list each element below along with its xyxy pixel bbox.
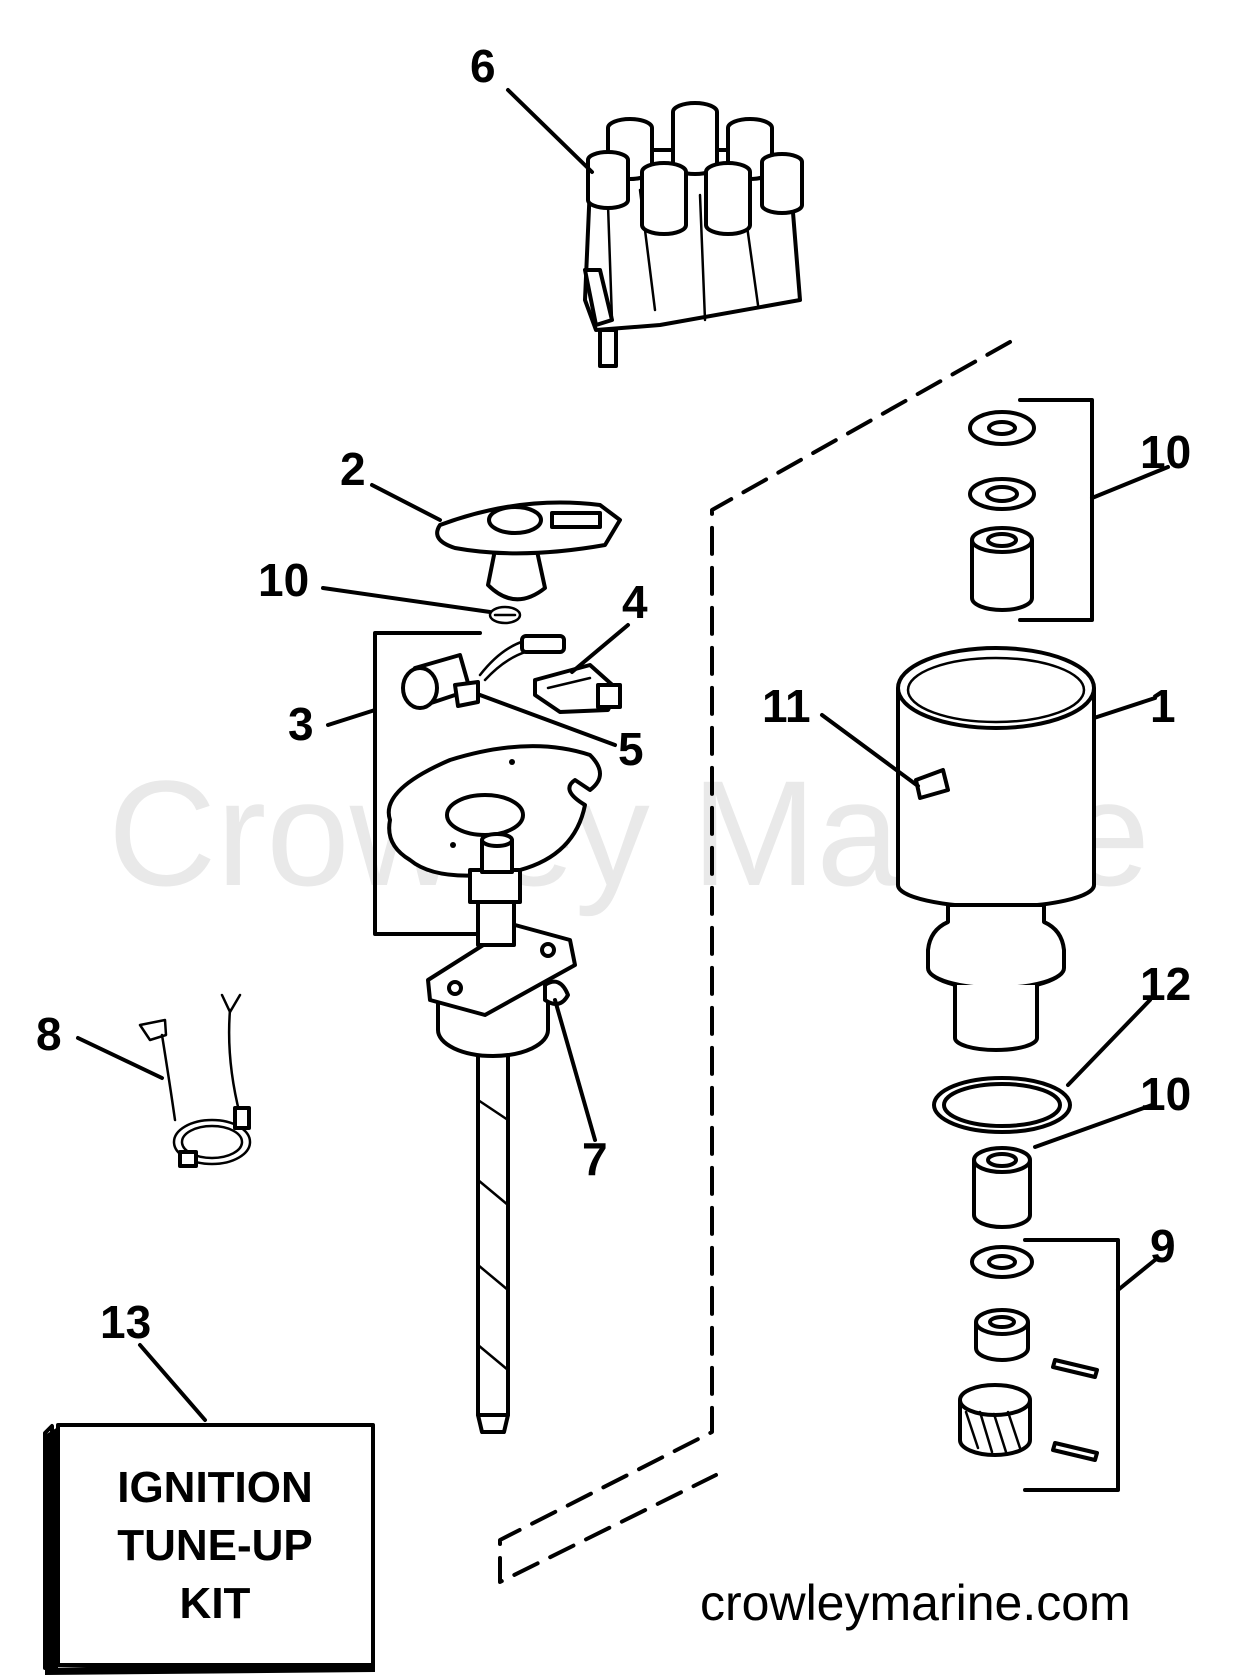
callout-10-top: 10 xyxy=(1140,426,1191,478)
callout-10-rotor: 10 xyxy=(258,554,309,606)
breaker-points xyxy=(533,663,622,714)
leader-lines xyxy=(76,88,1170,1422)
callout-13: 13 xyxy=(100,1296,151,1348)
kit-label: IGNITION TUNE-UP KIT xyxy=(117,1463,313,1628)
condenser xyxy=(401,634,566,710)
callout-1: 1 xyxy=(1150,680,1176,732)
assembly-dashed-line xyxy=(498,340,1012,1584)
kit-line-1: IGNITION xyxy=(117,1463,313,1512)
callout-6: 6 xyxy=(470,40,496,92)
bushing-bottom xyxy=(972,1146,1032,1229)
o-ring xyxy=(932,1076,1072,1134)
ignition-tune-up-kit-box xyxy=(43,1423,375,1675)
distributor-cap xyxy=(583,101,804,368)
distributor-shaft xyxy=(426,832,577,1434)
rotor xyxy=(435,500,622,602)
callout-3: 3 xyxy=(288,698,314,750)
callout-4: 4 xyxy=(622,576,648,628)
bracket-3 xyxy=(373,631,482,936)
kit-line-2: TUNE-UP xyxy=(117,1521,313,1570)
website-url: crowleymarine.com xyxy=(700,1575,1131,1631)
callout-8: 8 xyxy=(36,1008,62,1060)
retaining-clip xyxy=(488,605,522,625)
wire-lead xyxy=(138,993,252,1168)
callout-labels: 6 2 10 4 3 5 7 8 11 1 10 12 10 9 13 xyxy=(36,40,1191,1348)
kit-line-3: KIT xyxy=(180,1579,251,1628)
callout-12: 12 xyxy=(1140,958,1191,1010)
gear-stack xyxy=(958,1238,1120,1492)
bushing-stack-top xyxy=(968,398,1094,622)
callout-2: 2 xyxy=(340,443,366,495)
distributor-housing xyxy=(896,646,1096,1052)
callout-7: 7 xyxy=(582,1133,608,1185)
callout-9: 9 xyxy=(1150,1220,1176,1272)
callout-5: 5 xyxy=(618,723,644,775)
callout-11: 11 xyxy=(762,680,811,732)
breaker-plate xyxy=(386,744,602,878)
callout-10-bottom: 10 xyxy=(1140,1068,1191,1120)
